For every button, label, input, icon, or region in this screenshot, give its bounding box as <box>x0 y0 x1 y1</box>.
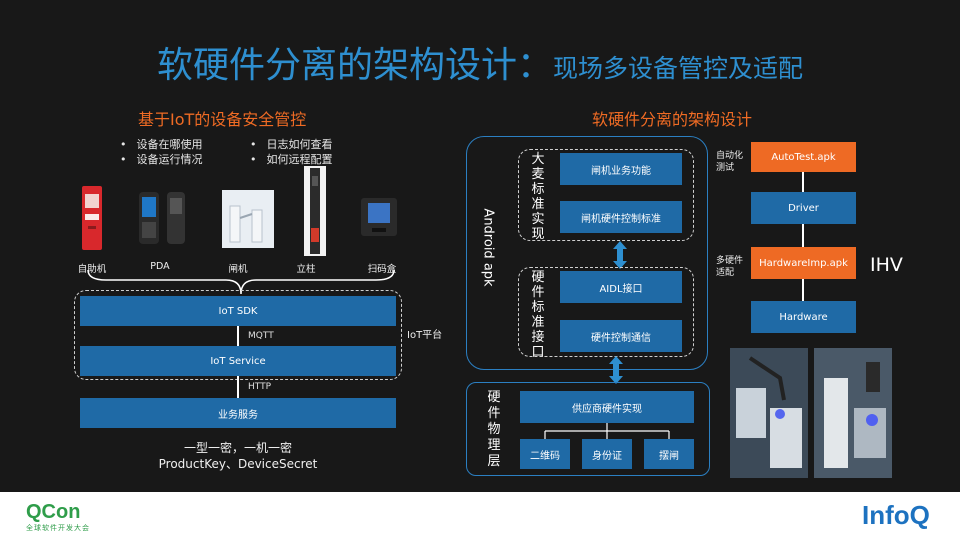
double-arrow-icon <box>608 356 624 384</box>
bullets-col2: 日志如何查看 如何远程配置 <box>250 137 333 167</box>
device-label-scan-box: 扫码盒 <box>367 264 397 275</box>
http-label: HTTP <box>246 382 274 392</box>
aidl-interface-box: AIDL接口 <box>560 271 682 303</box>
device-label-pda: PDA <box>150 261 170 272</box>
gate-icon <box>222 190 274 248</box>
qr-code-box: 二维码 <box>520 439 570 469</box>
left-heading: 基于IoT的设备安全管控 <box>138 110 307 129</box>
iot-service-box: IoT Service <box>80 346 396 376</box>
android-apk-label: Android apk <box>480 208 496 287</box>
bullet-item: 日志如何查看 <box>250 137 333 152</box>
auth-footnote: 一型一密，一机一密 ProductKey、DeviceSecret <box>80 440 396 472</box>
driver-box: Driver <box>751 192 856 224</box>
device-label-pillar: 立柱 <box>296 264 316 275</box>
mqtt-label: MQTT <box>246 331 276 341</box>
gate-business-box: 闸机业务功能 <box>560 153 682 185</box>
bullet-item: 设备运行情况 <box>120 152 203 167</box>
slide-title: 软硬件分离的架构设计：现场多设备管控及适配 <box>0 36 960 88</box>
footer-bar <box>0 492 960 540</box>
iot-platform-label: IoT平台 <box>407 330 443 341</box>
autotest-apk-box: AutoTest.apk <box>751 142 856 172</box>
infoq-logo: InfoQ <box>862 500 930 530</box>
stack-connector <box>802 172 804 192</box>
physical-layer-title: 硬 件 物 理 层 <box>487 390 501 469</box>
hardwareimp-apk-box: HardwareImp.apk <box>751 247 856 279</box>
hw-comm-box: 硬件控制通信 <box>560 320 682 352</box>
auth-footnote-line1: 一型一密，一机一密 <box>183 441 292 455</box>
layer1-title: 大 麦 标 准 实 现 <box>531 152 545 242</box>
double-arrow-icon <box>612 241 628 269</box>
multi-hw-label: 多硬件 适配 <box>716 256 744 278</box>
stack-connector <box>802 279 804 301</box>
bullet-item: 设备在哪使用 <box>120 137 203 152</box>
swing-gate-box: 摆闸 <box>644 439 694 469</box>
layer2-title: 硬 件 标 准 接 口 <box>531 270 545 360</box>
layer2-frame <box>518 267 694 357</box>
vendor-tree-connector <box>520 423 694 439</box>
auth-footnote-line2: ProductKey、DeviceSecret <box>158 457 318 471</box>
layer1-frame <box>518 149 694 241</box>
device-brace <box>86 266 396 296</box>
biz-service-box: 业务服务 <box>80 398 396 428</box>
bullets-col1: 设备在哪使用 设备运行情况 <box>120 137 203 167</box>
auto-test-label: 自动化 测试 <box>716 151 744 173</box>
device-photo-2 <box>814 348 892 478</box>
scan-box-icon <box>359 194 399 238</box>
qcon-logo: QCon <box>26 501 81 523</box>
id-card-box: 身份证 <box>582 439 632 469</box>
pda-icon <box>138 192 160 244</box>
device-label-gate: 闸机 <box>228 264 248 275</box>
right-heading: 软硬件分离的架构设计 <box>592 110 753 129</box>
kiosk-icon <box>80 186 104 250</box>
iot-sdk-box: IoT SDK <box>80 296 396 326</box>
bullet-item: 如何远程配置 <box>250 152 333 167</box>
device-photo-1 <box>730 348 808 478</box>
stack-connector <box>802 224 804 247</box>
gate-hw-standard-box: 闸机硬件控制标准 <box>560 201 682 233</box>
http-connector <box>237 376 239 398</box>
title-sub: 现场多设备管控及适配 <box>553 54 804 83</box>
hardware-box: Hardware <box>751 301 856 333</box>
pillar-icon <box>304 166 326 256</box>
vendor-impl-box: 供应商硬件实现 <box>520 391 694 423</box>
pda-side-icon <box>165 192 187 244</box>
title-main: 软硬件分离的架构设计： <box>156 45 553 86</box>
device-label-kiosk: 自助机 <box>77 264 107 275</box>
qcon-tagline: 全球软件开发大会 <box>26 524 90 532</box>
mqtt-connector <box>237 326 239 346</box>
ihv-label: IHV <box>870 254 903 276</box>
android-apk-frame <box>466 136 708 370</box>
physical-layer-frame <box>466 382 710 476</box>
